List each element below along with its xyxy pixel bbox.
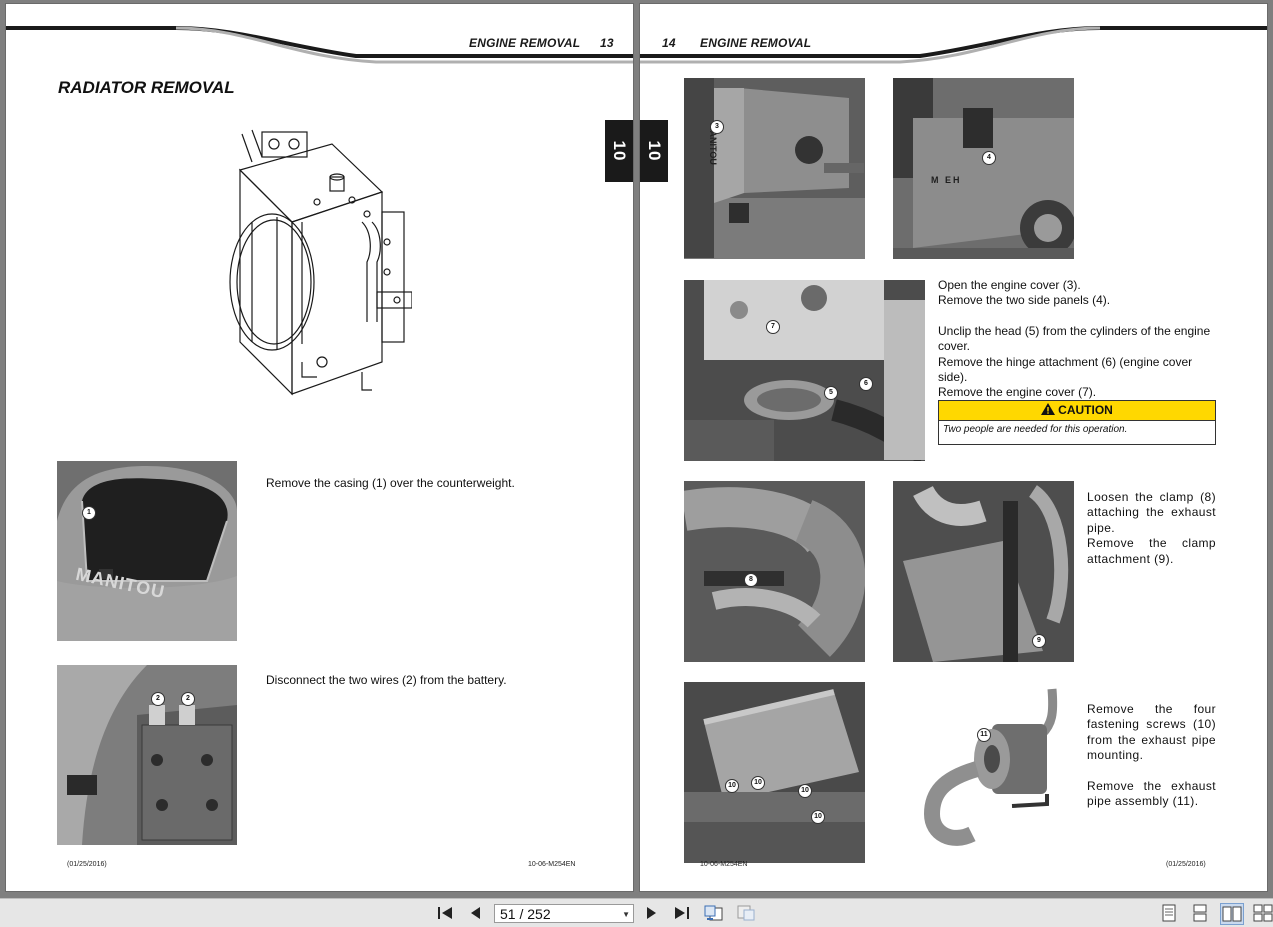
section-title: RADIATOR REMOVAL	[58, 78, 235, 97]
callout-7: 7	[766, 320, 780, 334]
assembly-instructions: Remove the four fastening screws (10) fr…	[1087, 702, 1216, 809]
header-title: ENGINE REMOVAL	[700, 36, 812, 50]
callout-5: 5	[824, 386, 838, 400]
previous-page-icon	[471, 907, 480, 919]
exhaust-mounting-photo: 10 10 10 10	[684, 682, 865, 863]
radiator-drawing	[229, 129, 412, 396]
side-panels-photo: M EH 4	[893, 78, 1074, 259]
callout-4: 4	[982, 151, 996, 165]
caution-label: CAUTION	[1058, 403, 1113, 417]
footer-date: (01/25/2016)	[1166, 861, 1206, 868]
next-page-icon	[647, 907, 656, 919]
page-number-field[interactable]: 51 / 252 ▼	[494, 904, 634, 923]
exhaust-clamp-photo: 8	[684, 481, 865, 662]
last-page-button[interactable]	[671, 903, 693, 923]
viewer-toolbar: 51 / 252 ▼	[0, 898, 1273, 927]
continuous-facing-view-button[interactable]	[1252, 903, 1273, 923]
caution-text: Two people are needed for this operation…	[943, 424, 1128, 435]
callout-8: 8	[744, 573, 758, 587]
page-number: 13	[600, 36, 614, 50]
step2-text: Disconnect the two wires (2) from the ba…	[266, 673, 507, 687]
instruction-remove-cover: Remove the engine cover (7).	[938, 385, 1097, 400]
instruction-unclip-head: Unclip the head (5) from the cylinders o…	[938, 323, 1211, 354]
callout-9: 9	[1032, 634, 1046, 648]
callout-2a: 2	[151, 692, 165, 706]
back-view-icon	[704, 905, 723, 921]
instruction-remove-clamp: Remove the clamp attachment (9).	[1087, 536, 1216, 566]
warning-icon	[1041, 403, 1056, 415]
instructions: Open the engine cover (3). Remove the tw…	[938, 278, 1220, 401]
header-wave	[6, 26, 633, 64]
single-page-view-button[interactable]	[1158, 903, 1180, 923]
header-wave	[640, 26, 1267, 64]
go-back-button[interactable]	[703, 903, 725, 923]
first-page-button[interactable]	[434, 903, 456, 923]
chevron-down-icon[interactable]: ▼	[622, 910, 630, 919]
first-page-icon	[438, 907, 452, 919]
clamp-attachment-photo: 9	[893, 481, 1074, 662]
instruction-hinge: Remove the hinge attachment (6) (engine …	[938, 354, 1193, 385]
page-number: 14	[662, 36, 676, 50]
engine-cover-photo: MANITOU 3	[684, 78, 865, 259]
exhaust-instructions: Loosen the clamp (8) attaching the exhau…	[1087, 490, 1216, 567]
last-page-icon	[675, 907, 689, 919]
engine-compartment-photo: 7 5 6	[684, 280, 925, 461]
caution-header: CAUTION	[939, 401, 1215, 421]
right-page: 14 ENGINE REMOVAL 10 MANITOU 3 M EH	[640, 4, 1267, 891]
callout-3: 3	[710, 120, 724, 134]
facing-pages-icon	[1222, 906, 1242, 922]
casing-photo: 1 MANITOU	[57, 461, 237, 641]
footer-code: 10-06-M254EN	[700, 861, 748, 868]
footer-date: (01/25/2016)	[67, 861, 107, 868]
go-forward-button[interactable]	[735, 903, 757, 923]
callout-10c: 10	[798, 784, 812, 798]
merlo-logo: M EH	[931, 175, 962, 185]
callout-6: 6	[859, 377, 873, 391]
callout-10d: 10	[811, 810, 825, 824]
single-page-icon	[1162, 904, 1176, 922]
left-page: ENGINE REMOVAL 13 10 RADIATOR REMOVAL	[6, 4, 633, 891]
chapter-tab: 10	[640, 120, 668, 182]
callout-10b: 10	[751, 776, 765, 790]
caution-box: CAUTION Two people are needed for this o…	[938, 400, 1216, 445]
callout-1: 1	[82, 506, 96, 520]
continuous-page-icon	[1193, 904, 1207, 922]
forward-view-icon	[737, 905, 755, 921]
page-indicator: 51 / 252	[500, 906, 551, 922]
continuous-view-button[interactable]	[1189, 903, 1211, 923]
step1-text: Remove the casing (1) over the counterwe…	[266, 476, 515, 490]
instruction-remove-panels: Remove the two side panels (4).	[938, 293, 1111, 308]
continuous-facing-icon	[1253, 904, 1273, 922]
battery-photo: 2 2	[57, 665, 237, 845]
facing-view-button[interactable]	[1220, 903, 1244, 925]
next-page-button[interactable]	[640, 903, 662, 923]
callout-2b: 2	[181, 692, 195, 706]
instruction-loosen-clamp: Loosen the clamp (8) attaching the exhau…	[1087, 490, 1216, 535]
previous-page-button[interactable]	[464, 903, 486, 923]
instruction-remove-assembly: Remove the exhaust pipe assembly (11).	[1087, 778, 1216, 809]
instruction-open-cover: Open the engine cover (3).	[938, 278, 1081, 292]
callout-10a: 10	[725, 779, 739, 793]
instruction-remove-screws: Remove the four fastening screws (10) fr…	[1087, 702, 1216, 763]
callout-11: 11	[977, 728, 991, 742]
header-title: ENGINE REMOVAL	[469, 36, 581, 50]
chapter-tab: 10	[605, 120, 633, 182]
exhaust-assembly-image: 11	[902, 684, 1062, 856]
footer-code: 10-06-M254EN	[528, 861, 576, 868]
